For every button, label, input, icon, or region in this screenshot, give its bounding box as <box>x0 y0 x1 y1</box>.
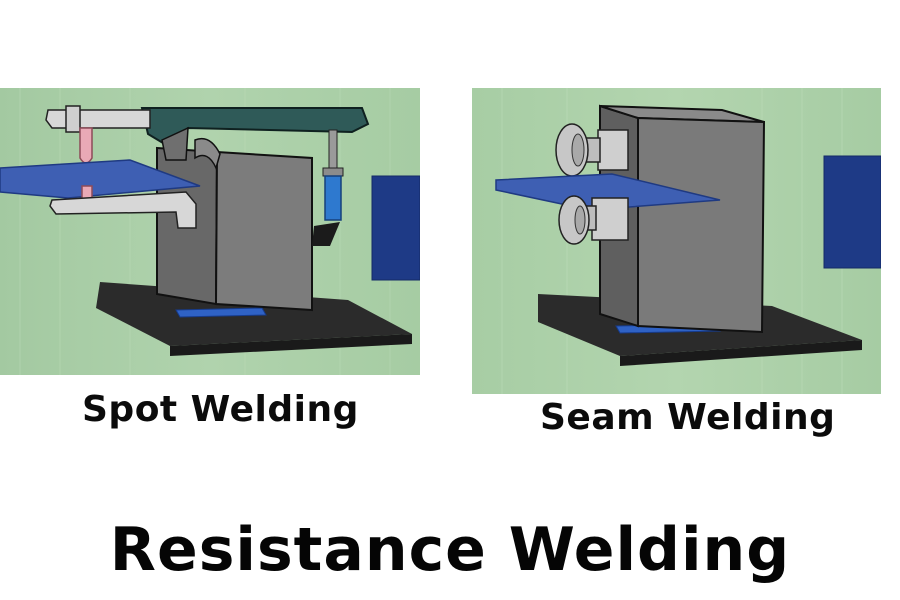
spot-welding-machine-svg <box>0 88 420 375</box>
workpiece-sheet <box>0 159 201 199</box>
upper-arm-bracket <box>161 126 189 161</box>
side-block <box>823 155 881 269</box>
lower-wheel-holder <box>591 197 629 241</box>
piston-rod <box>328 129 338 169</box>
piston-bracket <box>312 222 340 246</box>
upper-electrode-tip <box>79 127 93 164</box>
spot-welding-caption: Spot Welding <box>82 389 359 430</box>
base-plate-edge <box>620 340 862 366</box>
page-title: Resistance Welding <box>109 515 791 585</box>
upper-electrode-arm <box>45 109 151 129</box>
upper-arm <box>140 107 370 148</box>
upper-seam-wheel-hub <box>571 133 585 167</box>
upper-wheel-holder <box>597 129 629 171</box>
lower-electrode-arm <box>49 191 197 229</box>
machine-body-front <box>214 150 313 312</box>
upper-electrode-holder <box>65 105 81 133</box>
seam-welding-machine-svg <box>472 88 881 394</box>
machine-body-front <box>637 116 766 334</box>
machine-notch <box>194 137 221 171</box>
foot-pedal <box>175 307 267 318</box>
lower-seam-wheel-hub <box>574 205 586 235</box>
seam-welding-illustration <box>472 88 881 394</box>
seam-welding-caption: Seam Welding <box>540 397 836 438</box>
piston-cylinder <box>324 175 342 221</box>
side-block <box>371 175 420 281</box>
base-plate-edge <box>170 334 412 356</box>
workpiece-sheet <box>495 173 721 211</box>
piston-cap <box>322 167 344 177</box>
spot-welding-illustration <box>0 88 420 375</box>
